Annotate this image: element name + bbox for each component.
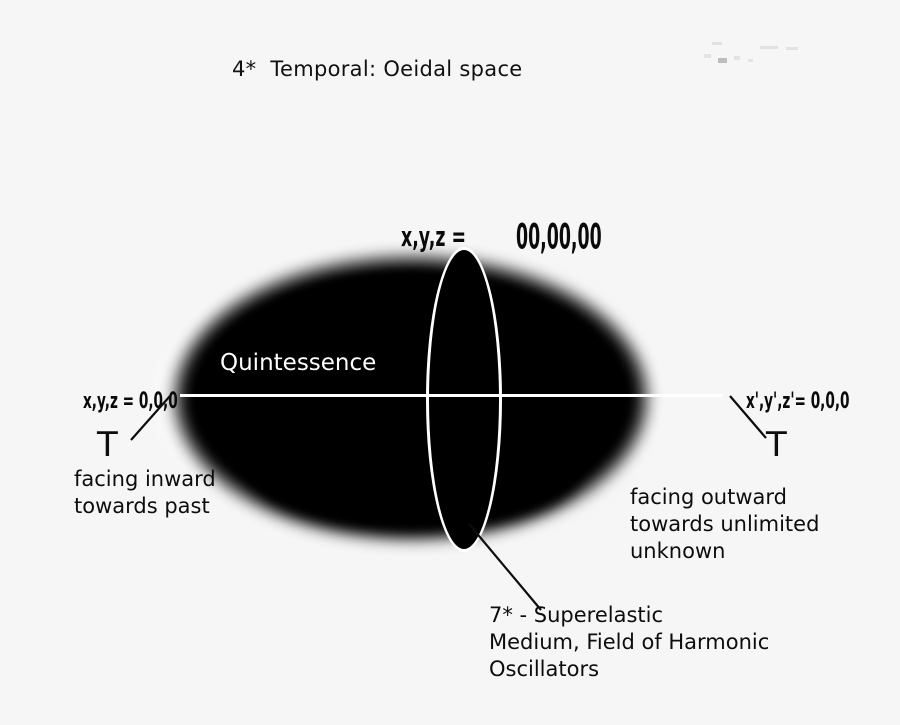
leader-line-left bbox=[130, 395, 171, 441]
t-marker-left: T bbox=[97, 425, 118, 465]
quintessence-field-base bbox=[250, 430, 580, 530]
t-marker-right: T bbox=[766, 425, 787, 465]
page-title: 4* Temporal: Oeidal space bbox=[232, 57, 523, 81]
top-coordinate-label: x,y,z = 00,00,00 bbox=[362, 187, 654, 286]
leader-line-bottom bbox=[468, 523, 542, 611]
right-coordinate-text: x',y',z'= 0,0,0 bbox=[745, 389, 850, 414]
right-coordinate-label: x',y',z'= 0,0,0 bbox=[715, 364, 900, 439]
top-coordinate-value: 00,00,00 bbox=[515, 215, 602, 258]
temporal-axis bbox=[180, 394, 722, 397]
annotation-bottom: 7* - Superelastic Medium, Field of Harmo… bbox=[489, 603, 770, 681]
left-coordinate-text: x,y,z = 0,0,0 bbox=[82, 389, 178, 414]
annotation-right: facing outward towards unlimited unknown bbox=[630, 485, 820, 563]
quintessence-label: Quintessence bbox=[220, 350, 377, 376]
artifact-speckles bbox=[700, 36, 800, 63]
leader-line-right bbox=[729, 395, 767, 439]
annotation-left: facing inward towards past bbox=[74, 467, 216, 518]
superelastic-medium-lens bbox=[426, 247, 502, 552]
top-coordinate-prefix: x,y,z = bbox=[401, 220, 473, 253]
left-coordinate-label: x,y,z = 0,0,0 bbox=[52, 364, 235, 439]
